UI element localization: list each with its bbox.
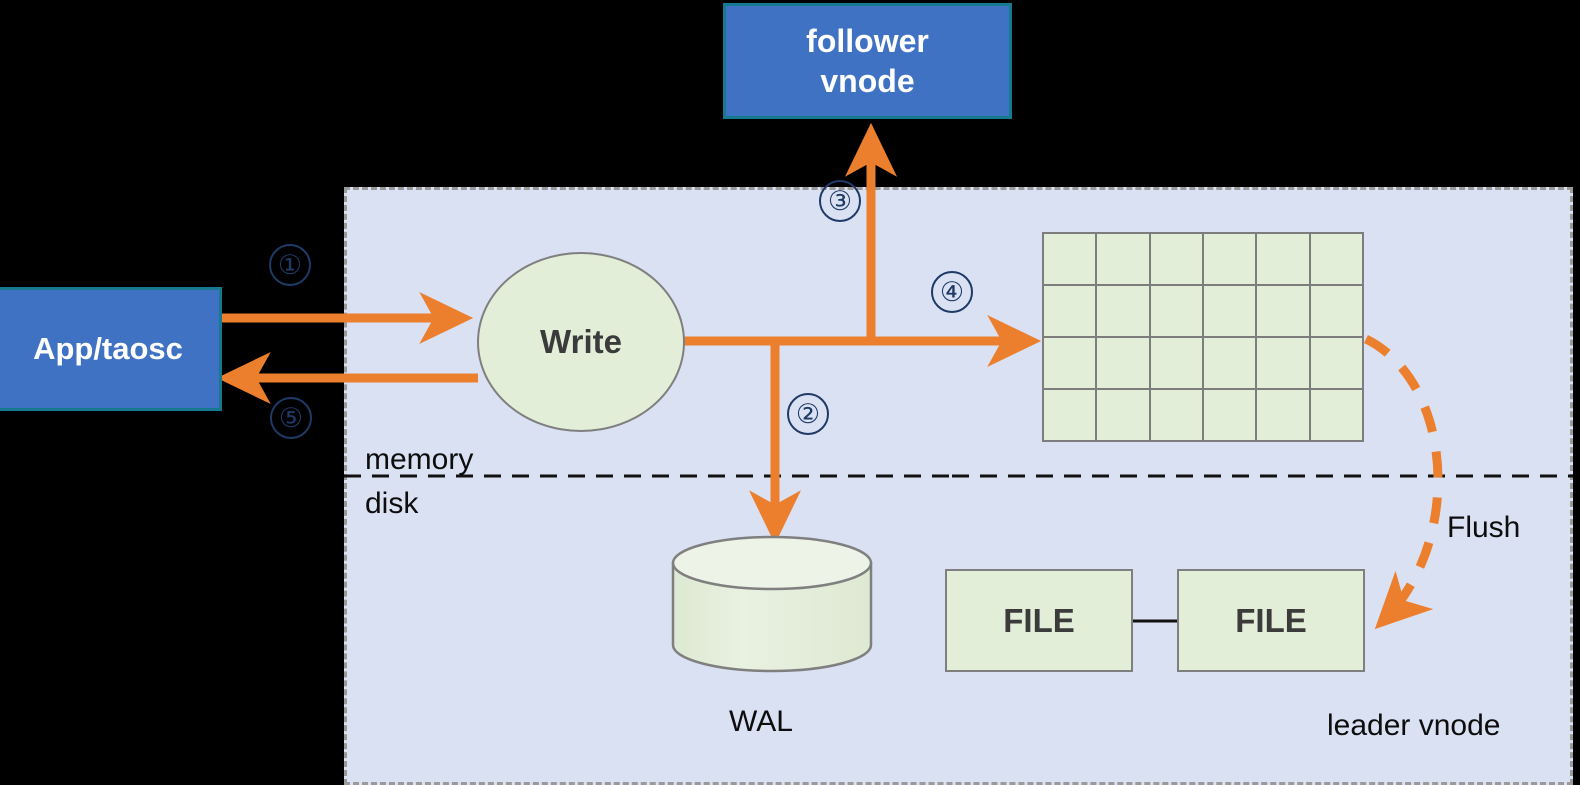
follower-vnode-label-line1: follower — [806, 23, 929, 59]
memtable-cell — [1044, 338, 1096, 388]
memtable-cell — [1150, 390, 1202, 440]
app-taosc-box[interactable]: App/taosc — [0, 287, 222, 411]
flush-dashed-arrow — [1363, 334, 1443, 630]
memtable-cell — [1044, 234, 1096, 284]
step-marker-2: ② — [787, 393, 829, 435]
memtable-cell — [1310, 390, 1362, 440]
follower-vnode-label-line2: vnode — [820, 63, 915, 99]
file-box-1-label: FILE — [1003, 601, 1075, 639]
memtable-cell — [1310, 286, 1362, 336]
memtable-cell — [1257, 286, 1309, 336]
memtable-cell — [1097, 286, 1149, 336]
memtable-cell — [1203, 234, 1256, 284]
write-node[interactable]: Write — [477, 252, 685, 432]
memtable-cell — [1097, 338, 1149, 388]
memtable-cell — [1310, 234, 1362, 284]
memory-label: memory — [365, 443, 474, 476]
wal-label: WAL — [729, 705, 793, 738]
memtable-cell — [1203, 338, 1256, 388]
memtable-cell — [1257, 338, 1309, 388]
memtable-cell — [1097, 234, 1149, 284]
app-taosc-label: App/taosc — [33, 331, 183, 366]
file-box-2-label: FILE — [1235, 601, 1307, 639]
memtable-cell — [1097, 390, 1149, 440]
disk-label: disk — [365, 487, 419, 520]
file-box-1[interactable]: FILE — [945, 569, 1133, 672]
memtable-cell — [1203, 286, 1256, 336]
flush-label: Flush — [1447, 511, 1521, 544]
memtable-cell — [1150, 338, 1202, 388]
step-marker-4: ④ — [931, 271, 973, 313]
memtable-cell — [1203, 390, 1256, 440]
step-marker-3: ③ — [819, 180, 861, 222]
leader-vnode-label: leader vnode — [1327, 709, 1501, 742]
memtable-cell — [1044, 390, 1096, 440]
memtable-cell — [1150, 234, 1202, 284]
memtable-grid[interactable] — [1042, 232, 1364, 442]
memtable-cell — [1257, 234, 1309, 284]
memtable-cell — [1150, 286, 1202, 336]
follower-vnode-box[interactable]: follower vnode — [723, 3, 1012, 119]
wal-cylinder-shape — [671, 535, 873, 673]
memtable-cell — [1044, 286, 1096, 336]
file-box-2[interactable]: FILE — [1177, 569, 1365, 672]
step-marker-1: ① — [269, 244, 311, 286]
step-marker-5: ⑤ — [270, 397, 312, 439]
memtable-cell — [1310, 338, 1362, 388]
write-node-label: Write — [540, 323, 622, 360]
memtable-cell — [1257, 390, 1309, 440]
